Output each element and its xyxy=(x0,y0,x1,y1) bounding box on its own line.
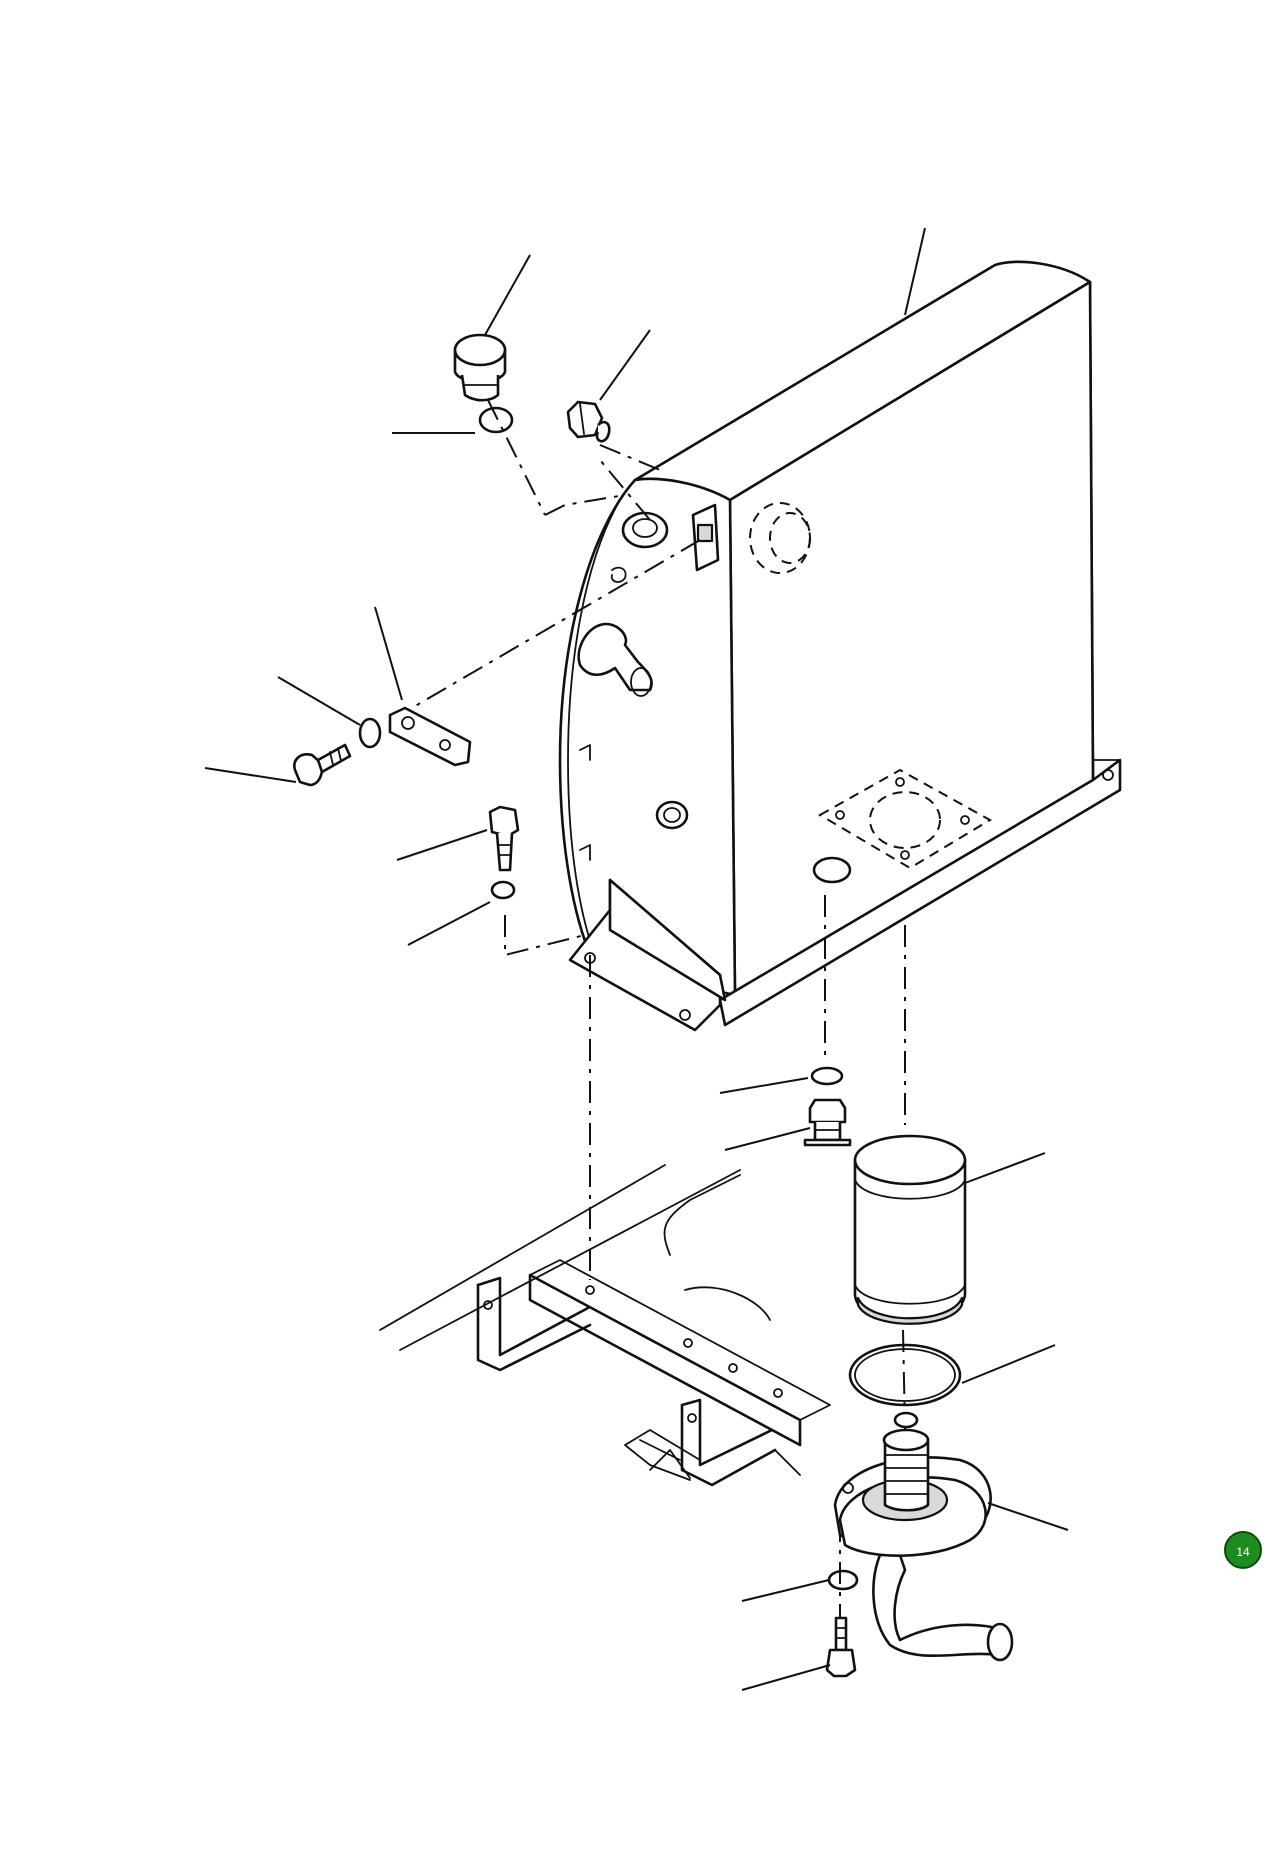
level-gauge-bracket xyxy=(388,706,472,767)
bracket-bolt xyxy=(293,743,352,787)
filter-element xyxy=(853,1134,967,1325)
bracket-washer xyxy=(358,717,382,749)
filter-head xyxy=(833,1411,1014,1662)
page-number-badge: 14 xyxy=(1224,1531,1262,1569)
filter-seal-ring xyxy=(848,1343,962,1407)
tank-spigot xyxy=(812,856,852,884)
breather-cap xyxy=(453,333,507,402)
breather-o-ring xyxy=(478,406,514,434)
drain-plug xyxy=(803,1098,852,1147)
filter-head-bolt xyxy=(825,1616,857,1678)
callout-leaders xyxy=(204,227,1069,1691)
assembly-centerlines xyxy=(404,399,906,1620)
mounting-frame xyxy=(379,1164,831,1487)
plug xyxy=(566,400,611,443)
oil-tank xyxy=(558,260,1122,1032)
drain-o-ring xyxy=(810,1066,844,1086)
filter-head-washer xyxy=(827,1569,859,1591)
tank-bolt xyxy=(488,805,520,872)
tank-washer xyxy=(490,880,516,900)
